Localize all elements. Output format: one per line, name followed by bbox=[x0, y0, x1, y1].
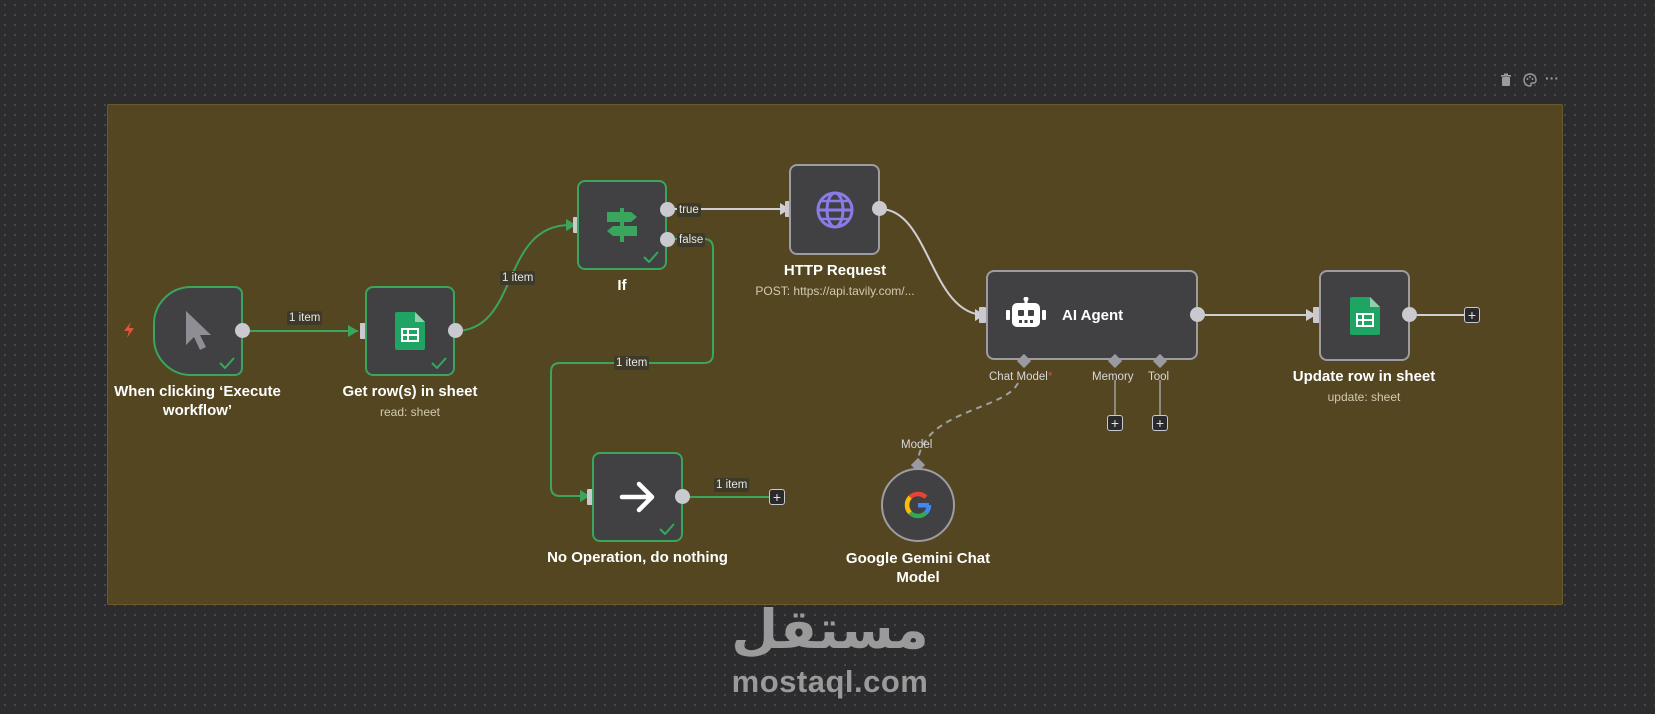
globe-icon bbox=[816, 191, 853, 228]
port-label-memory: Memory bbox=[1092, 371, 1134, 383]
output-handle[interactable] bbox=[872, 201, 887, 216]
check-icon bbox=[659, 523, 675, 535]
check-icon bbox=[219, 357, 235, 369]
add-node-button[interactable]: + bbox=[1464, 307, 1480, 323]
ai-agent-node[interactable]: AI Agent bbox=[986, 270, 1198, 360]
robot-icon bbox=[1006, 297, 1046, 327]
node-title: Get row(s) in sheet bbox=[342, 383, 478, 400]
output-handle-false[interactable] bbox=[660, 232, 675, 247]
node-subtitle: update: sheet bbox=[1327, 390, 1401, 404]
input-handle[interactable] bbox=[573, 217, 580, 233]
input-handle[interactable] bbox=[979, 307, 986, 323]
node-subtitle: read: sheet bbox=[379, 405, 441, 419]
add-tool-button[interactable]: + bbox=[1152, 415, 1168, 431]
output-handle[interactable] bbox=[235, 323, 250, 338]
input-handle[interactable] bbox=[785, 201, 792, 217]
lightning-icon bbox=[124, 322, 134, 338]
node-title: When clicking ‘Execute workflow’ bbox=[114, 383, 281, 419]
output-handle[interactable] bbox=[1190, 307, 1205, 322]
palette-icon[interactable] bbox=[1522, 72, 1538, 88]
sticky-toolbar: ··· bbox=[1492, 70, 1562, 88]
update-row-node[interactable] bbox=[1319, 270, 1410, 361]
add-node-button[interactable]: + bbox=[769, 489, 785, 505]
connection-label: 1 item bbox=[287, 311, 323, 325]
branch-label-true: true bbox=[677, 203, 701, 217]
no-op-node[interactable] bbox=[592, 452, 683, 542]
add-memory-button[interactable]: + bbox=[1107, 415, 1123, 431]
output-handle[interactable] bbox=[448, 323, 463, 338]
trigger-node[interactable] bbox=[153, 286, 243, 376]
node-title: If bbox=[617, 277, 627, 294]
gemini-chat-model-node[interactable] bbox=[881, 468, 955, 542]
input-handle[interactable] bbox=[360, 323, 367, 339]
input-handle[interactable] bbox=[587, 489, 594, 505]
port-label-model: Model bbox=[901, 439, 933, 451]
port-label-tool: Tool bbox=[1148, 371, 1170, 383]
port-label-chat-model: Chat Model* bbox=[989, 371, 1053, 383]
connection-label: 1 item bbox=[614, 356, 650, 370]
http-request-node[interactable] bbox=[789, 164, 880, 255]
connection-label: 1 item bbox=[500, 271, 536, 285]
arrow-right-icon bbox=[619, 481, 654, 513]
node-title: AI Agent bbox=[1062, 306, 1124, 324]
node-subtitle: POST: https://api.tavily.com/... bbox=[755, 284, 915, 298]
check-icon bbox=[643, 251, 659, 263]
input-handle[interactable] bbox=[1313, 307, 1320, 323]
connection-label: 1 item bbox=[714, 478, 750, 492]
node-title: No Operation, do nothing bbox=[547, 549, 728, 566]
watermark-logo: مستقل bbox=[731, 598, 929, 661]
node-title: HTTP Request bbox=[783, 262, 887, 279]
node-title: Google Gemini Chat Model bbox=[845, 550, 991, 586]
if-node[interactable] bbox=[577, 180, 667, 270]
trash-icon[interactable] bbox=[1498, 72, 1514, 88]
output-handle[interactable] bbox=[675, 489, 690, 504]
more-icon[interactable]: ··· bbox=[1545, 70, 1559, 86]
cursor-icon bbox=[186, 311, 211, 350]
google-sheets-icon bbox=[395, 312, 425, 350]
signpost-icon bbox=[607, 208, 637, 242]
watermark-text: mostaql.com bbox=[731, 664, 929, 699]
google-icon bbox=[904, 491, 932, 519]
output-handle-true[interactable] bbox=[660, 202, 675, 217]
output-handle[interactable] bbox=[1402, 307, 1417, 322]
branch-label-false: false bbox=[677, 233, 706, 247]
check-icon bbox=[431, 357, 447, 369]
node-title: Update row in sheet bbox=[1292, 368, 1436, 385]
get-rows-node[interactable] bbox=[365, 286, 455, 376]
google-sheets-icon bbox=[1349, 296, 1380, 335]
